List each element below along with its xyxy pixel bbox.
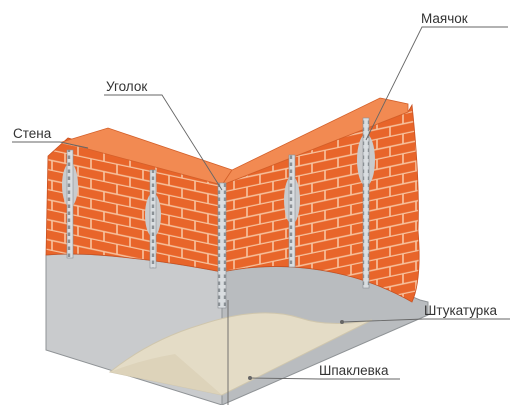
beacon-strip xyxy=(362,117,370,289)
leader-dot-shtukaturka xyxy=(340,320,344,324)
label-stena: Стена xyxy=(13,126,52,141)
leader-line-ugolok xyxy=(104,94,223,191)
leader-line-shpaklevka xyxy=(249,377,400,380)
leader-line-shtukaturka xyxy=(341,318,510,323)
label-shpaklevka: Шпаклевка xyxy=(319,363,389,378)
left-brick-wall xyxy=(45,127,233,273)
leader-lines xyxy=(12,26,510,405)
corner-bead xyxy=(217,182,227,309)
right-brick-wall xyxy=(220,97,420,303)
leader-dot-shpaklevka xyxy=(248,376,252,380)
beacon-strips xyxy=(66,117,370,289)
beacon-strip xyxy=(66,149,74,259)
beacon-strip xyxy=(149,169,157,269)
beacon-strip xyxy=(288,154,296,268)
label-ugolok: Уголок xyxy=(106,79,148,94)
label-mayachok: Маячок xyxy=(421,11,468,26)
leader-line-stena xyxy=(12,141,89,149)
leader-line-mayachok xyxy=(365,26,508,141)
label-shtukaturka: Штукатурка xyxy=(424,303,498,318)
